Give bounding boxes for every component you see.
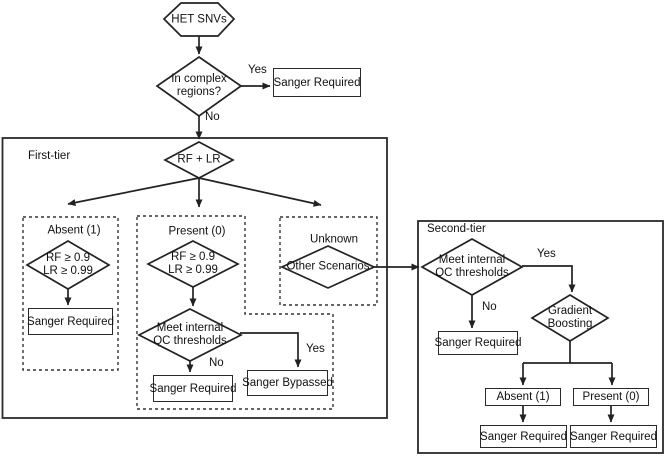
first-tier-title: First-tier xyxy=(28,150,71,162)
present-condition-label: RF ≥ 0.9 LR ≥ 0.99 xyxy=(168,251,218,277)
unknown-title: Unknown xyxy=(310,233,358,246)
tier2-qc-line1: Meet internal xyxy=(438,254,506,266)
complex-no-label: No xyxy=(205,111,220,123)
second-tier-title: Second-tier xyxy=(427,223,486,235)
complex-yes-label: Yes xyxy=(248,64,267,76)
absent-cond-line2: LR ≥ 0.99 xyxy=(43,265,93,277)
other-scenarios-diamond xyxy=(279,245,377,289)
tier2-absent-box: Absent (1) xyxy=(485,388,561,406)
present-qc-yes-label: Yes xyxy=(306,343,325,355)
absent-condition-label: RF ≥ 0.9 LR ≥ 0.99 xyxy=(43,252,93,278)
absent-cond-line1: RF ≥ 0.9 xyxy=(45,252,91,264)
present-qc-label: Meet internal QC thresholds xyxy=(153,322,227,348)
complex-yes-result-box: Sanger Required xyxy=(273,68,361,97)
tier2-qc-label: Meet internal QC thresholds xyxy=(435,254,509,280)
present-qc-no-label: No xyxy=(209,357,224,369)
connector-arrows xyxy=(64,36,616,423)
present-cond-line2: LR ≥ 0.99 xyxy=(168,264,218,276)
tier2-no-label: No xyxy=(482,301,497,313)
other-scenarios-label: Other Scenarios xyxy=(286,260,370,273)
arrow-rflr-to-unknown xyxy=(198,177,322,207)
tier2-present-box: Present (0) xyxy=(573,388,649,406)
tier2-qc-line2: QC thresholds xyxy=(435,267,509,279)
gb-line1: Gradient xyxy=(547,305,593,317)
start-hexagon xyxy=(162,2,236,37)
rf-lr-label: RF + LR xyxy=(177,153,221,166)
absent-result-box: Sanger Required xyxy=(27,308,114,335)
unknown-dashed-box xyxy=(279,216,378,306)
complex-regions-line2: regions? xyxy=(176,86,222,98)
absent-dashed-box xyxy=(22,216,119,371)
tier2-absent-result-box: Sanger Required xyxy=(480,425,567,448)
gb-line2: Boosting xyxy=(547,318,593,330)
tier2-present-result-box: Sanger Required xyxy=(570,425,657,448)
complex-regions-label: In complex regions? xyxy=(171,73,227,99)
present-cond-line1: RF ≥ 0.9 xyxy=(170,251,216,263)
present-dashed-box xyxy=(136,215,334,410)
tier2-yes-label: Yes xyxy=(537,248,556,260)
present-title: Present (0) xyxy=(168,225,226,238)
gradient-boosting-label: Gradient Boosting xyxy=(548,305,593,331)
arrow-qc-yes xyxy=(240,332,302,368)
sanger-bypassed-box: Sanger Bypassed xyxy=(242,370,333,396)
present-qc-line1: Meet internal xyxy=(156,322,224,334)
arrow-rflr-to-absent xyxy=(67,177,200,206)
present-qc-line2: QC thresholds xyxy=(153,335,227,347)
absent-title: Absent (1) xyxy=(47,224,101,237)
arrow-tier2-qc-yes xyxy=(522,265,576,293)
present-no-result-box: Sanger Required xyxy=(150,375,236,402)
tier2-no-result-box: Sanger Required xyxy=(435,331,521,355)
first-tier-border xyxy=(1,137,388,419)
start-node-label: HET SNVs xyxy=(171,13,227,25)
second-tier-border xyxy=(417,220,664,454)
complex-regions-line1: In complex xyxy=(171,73,227,85)
